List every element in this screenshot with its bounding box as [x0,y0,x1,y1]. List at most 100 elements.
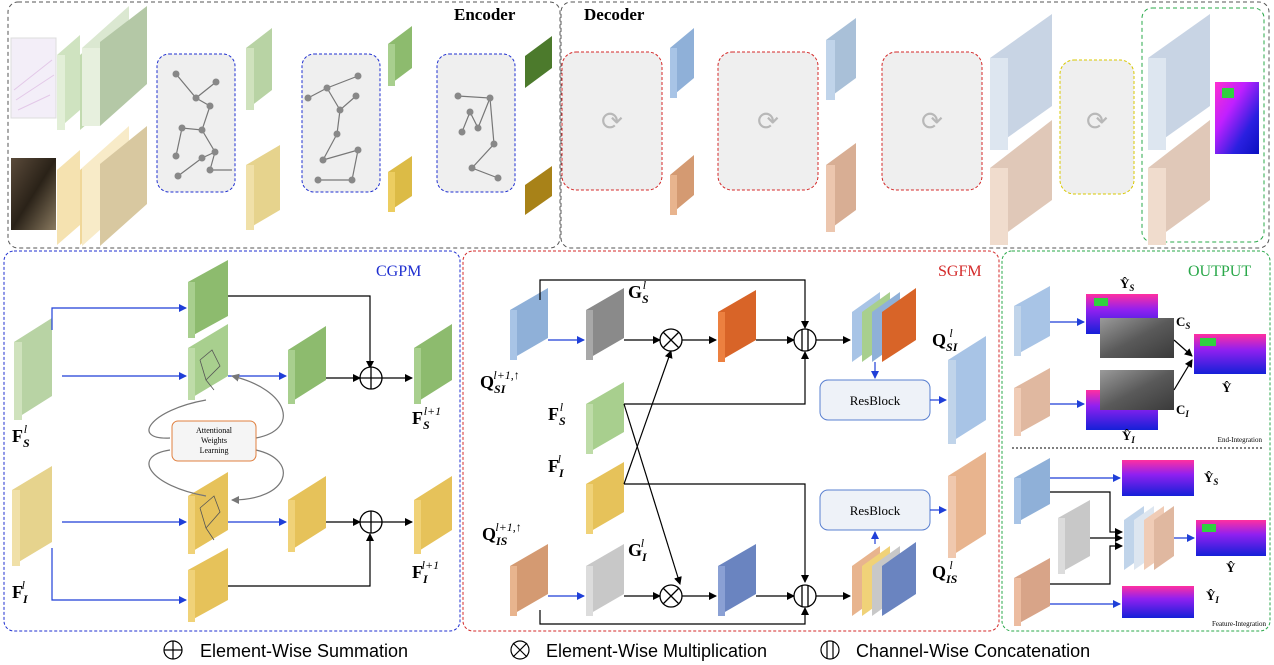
end-integration-label: End-Integration [1218,436,1263,444]
out-end-arrows [1050,318,1193,408]
graph-1-nodes [172,70,220,180]
enc-s-block-3 [388,26,412,86]
legend-concat-icon [820,640,840,660]
attention-line-3: Learning [200,446,229,455]
sgfm-gs-block [586,288,624,360]
sgfm-qsi-out-block [948,336,986,444]
dec-refresh-icon-2: ⟳ [757,106,779,136]
sgfm-qsi-in-block [510,288,548,360]
out-end-cs-label: CS [1176,314,1190,331]
legend-mul-icon [510,640,530,660]
dec-s-block-3 [990,14,1052,150]
graph-box-1 [156,53,236,193]
cgpm-fi-mid-block [288,476,326,552]
out-feat-ys-label: ŶS [1204,470,1218,487]
sgfm-fi-label: FIl [548,452,565,480]
cgpm-fs-graph-block [188,324,228,400]
out-feat-s-block [1014,458,1050,524]
decoder-frame [560,1,1270,249]
legend-sum-label: Element-Wise Summation [200,641,408,661]
out-feat-y-label: Ŷ [1226,560,1236,575]
out-end-ci-label: CI [1176,402,1189,419]
cgpm-arrows [51,295,413,604]
cgpm-title: CGPM [376,263,421,280]
graph-2-nodes [304,72,362,184]
dec-i-block-1 [670,155,694,215]
dec-module-4 [1059,59,1135,195]
out-feat-concat-stack [1124,506,1174,570]
enc-i-stack-2 [82,126,147,246]
sgfm-qis-in-label: QISl+1,↑ [482,520,522,548]
sgfm-qis-out-block [948,452,986,558]
cgpm-fi-next-block [414,476,452,554]
graph-box-2 [301,53,381,193]
sgfm-mul-icon-top [659,328,683,352]
feature-integration-label: Feature-Integration [1212,620,1267,628]
sgfm-top-concat-stack [852,288,916,362]
out-end-ys-label: ŶS [1120,276,1134,293]
enc-s-block-4 [525,36,552,88]
enc-s-stack-2 [82,6,147,126]
out-end-i-block [1014,368,1050,436]
dec-module-1 [561,51,663,191]
cgpm-fs-label: FSl [12,422,30,450]
output-frame [1001,250,1271,632]
final-depth-map [1215,82,1259,154]
output-title: OUTPUT [1188,263,1251,280]
sgfm-i-mul-out-block [718,544,756,616]
dec-refresh-icon-4: ⟳ [1086,106,1108,136]
resblock-top-label: ResBlock [850,393,901,408]
dec-s-block-2 [826,18,856,100]
sgfm-fs-label: FSl [548,400,566,428]
sgfm-gi-label: GIl [628,536,648,564]
sgfm-concat-icon-top [793,328,817,352]
cgpm-fs-next-block [414,324,452,404]
sgfm-bottom-concat-stack [852,542,916,616]
sgfm-title: SGFM [938,263,982,280]
sgfm-qis-in-block [510,544,548,616]
graph-3-nodes [454,92,502,182]
enc-i-block-4 [525,166,552,215]
out-feat-yi-label: ŶI [1206,588,1219,605]
sgfm-qsi-in-label: QSIl+1,↑ [480,368,520,396]
out-end-cs-map [1100,318,1174,358]
dec-s-block-4 [1148,14,1210,150]
attention-line-2: Weights [201,436,227,445]
cgpm-sum-icon-top-cross [360,367,382,389]
rgb-image [11,158,56,230]
dec-refresh-icon-3: ⟳ [921,106,943,136]
cgpm-fi-label: FIl [12,578,29,606]
out-feat-i-block [1014,558,1050,626]
cgpm-fs-mid-block [288,326,326,404]
cgpm-fi-down-block [188,548,228,622]
out-end-s-block [1014,286,1050,356]
cgpm-frame [3,250,461,632]
cgpm-sum-icon-bottom-cross [360,511,382,533]
dec-s-block-1 [670,28,694,98]
out-feat-ys-map [1122,460,1194,496]
sgfm-qis-out-label: QISl [932,558,958,586]
sgfm-gi-block [586,544,624,616]
final-depth-highlight [1222,88,1234,98]
sgfm-concat-icon-bottom [793,584,817,608]
out-feat-y-map-accent [1202,524,1216,532]
out-end-yi-label: ŶI [1122,428,1135,445]
sgfm-s-mul-out-block [718,290,756,362]
sgfm-mul-icon-bottom [659,584,683,608]
cgpm-fi-block [12,466,52,566]
dec-refresh-icon-1: ⟳ [601,106,623,136]
cgpm-fs-block [14,318,52,420]
decoder-title: Decoder [584,5,645,24]
out-feat-arrows [1050,474,1195,608]
enc-i-block-2 [246,145,280,230]
out-end-y-map-accent [1200,338,1216,346]
sgfm-qsi-out-label: QSIl [932,326,959,354]
sparse-depth-dots [13,59,55,111]
legend-concat-label: Channel-Wise Concatenation [856,641,1090,661]
out-end-ys-map-accent [1094,298,1108,306]
out-end-y-label: Ŷ [1222,380,1232,395]
dec-module-3 [881,51,983,191]
cgpm-fi-next-label: FIl+1 [412,558,439,586]
cgpm-fs-up-block [188,260,228,338]
